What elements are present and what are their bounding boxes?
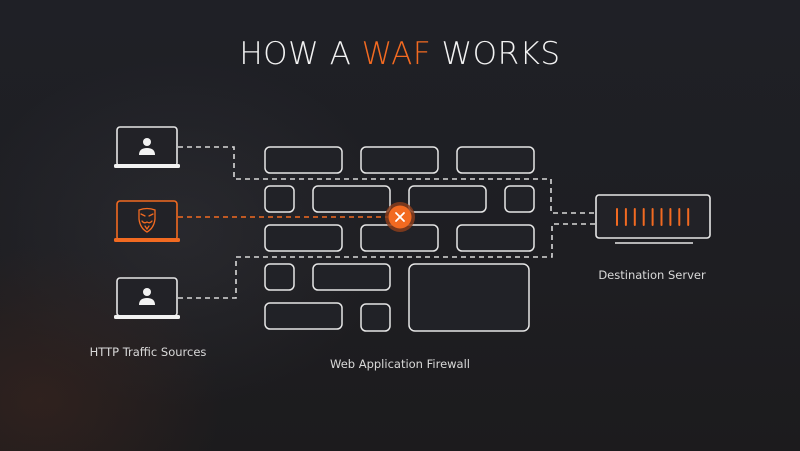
firewall-block xyxy=(312,263,391,291)
blocked-marker xyxy=(385,202,415,232)
laptop-base xyxy=(114,315,180,319)
laptop-base xyxy=(114,164,180,168)
user-icon xyxy=(139,138,155,155)
firewall-block xyxy=(504,185,535,213)
firewall-block xyxy=(264,185,295,213)
server-label: Destination Server xyxy=(598,268,706,282)
allowed-traffic-path-bottom xyxy=(178,223,596,299)
laptop-legitimate-user-1 xyxy=(114,126,180,168)
x-icon xyxy=(395,212,405,222)
firewall-block-large xyxy=(408,263,530,332)
destination-server xyxy=(595,194,711,244)
firewall-block xyxy=(264,146,343,174)
title-prefix: HOW A xyxy=(239,36,362,72)
firewall-block xyxy=(264,263,295,291)
laptop-screen xyxy=(116,200,178,241)
firewall-block xyxy=(456,146,535,174)
sources-label: HTTP Traffic Sources xyxy=(89,345,207,359)
user-icon xyxy=(139,288,155,305)
laptop-attacker xyxy=(114,200,180,242)
laptop-base xyxy=(114,238,180,242)
allowed-traffic-path-top xyxy=(178,146,596,214)
title-suffix: WORKS xyxy=(431,36,561,72)
firewall-block xyxy=(360,146,439,174)
server-indicator-bars xyxy=(616,208,690,226)
firewall-block xyxy=(408,185,487,213)
firewall-block xyxy=(264,224,343,252)
firewall-block xyxy=(360,303,391,332)
mask-icon xyxy=(138,207,156,233)
laptop-screen xyxy=(116,277,178,317)
firewall-label: Web Application Firewall xyxy=(329,357,471,371)
page-title: HOW A WAF WORKS xyxy=(0,36,800,72)
firewall-block xyxy=(456,224,535,252)
firewall-block xyxy=(312,185,391,213)
title-accent: WAF xyxy=(361,36,432,72)
laptop-legitimate-user-2 xyxy=(114,277,180,319)
firewall-block xyxy=(264,302,343,330)
laptop-screen xyxy=(116,126,178,167)
firewall-grid xyxy=(264,146,535,332)
